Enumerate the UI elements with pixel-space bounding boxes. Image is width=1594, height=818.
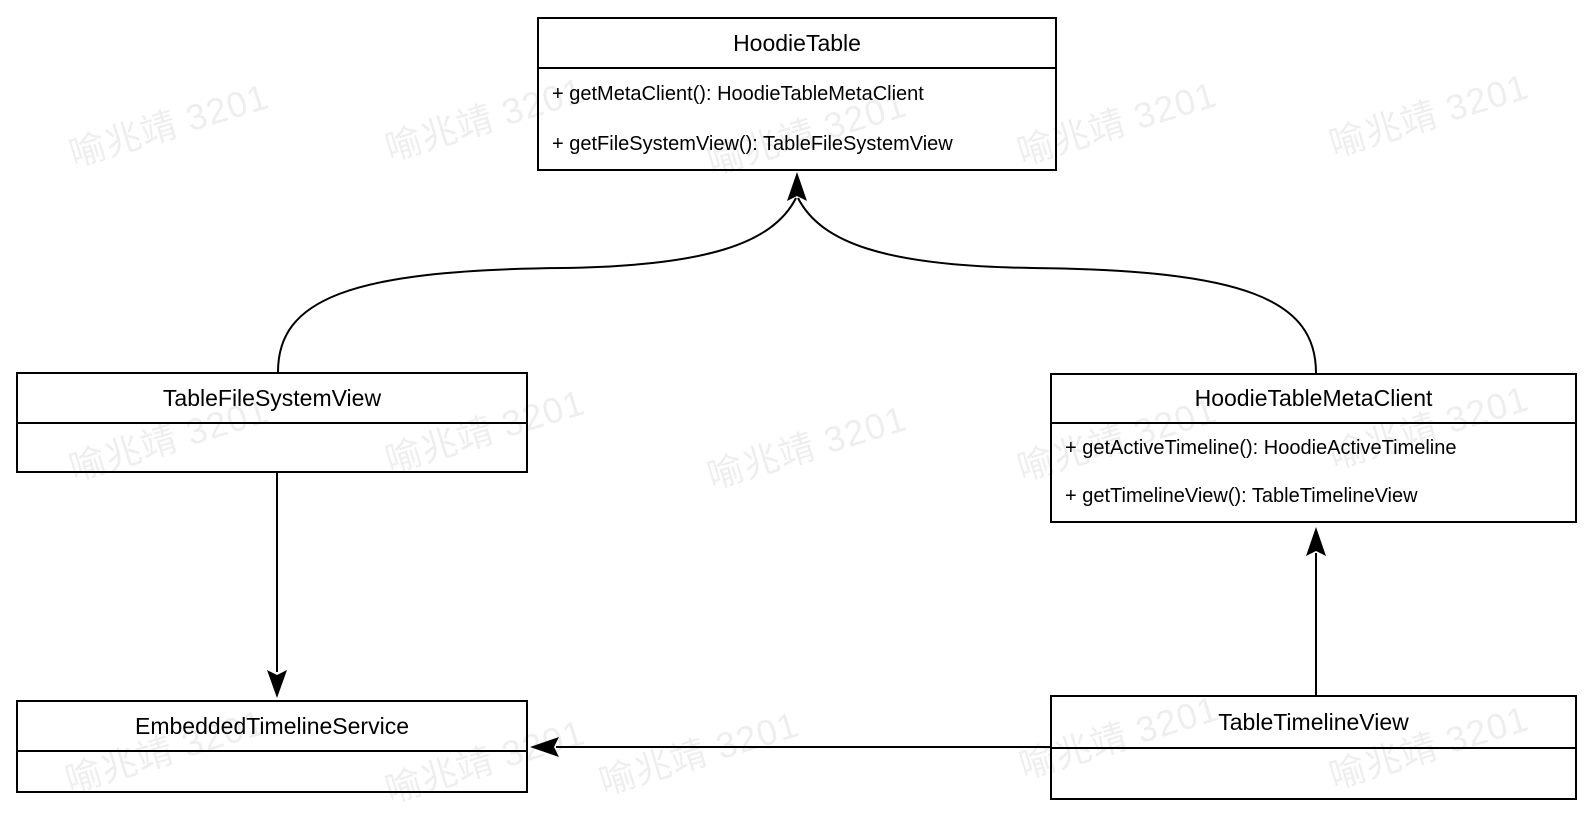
- class-body-hoodietablemetaclient: + getActiveTimeline(): HoodieActiveTimel…: [1052, 424, 1575, 521]
- class-title-tabletimelineview: TableTimelineView: [1052, 697, 1575, 749]
- class-method: + getMetaClient(): HoodieTableMetaClient: [552, 82, 924, 105]
- class-method: + getTimelineView(): TableTimelineView: [1065, 485, 1418, 508]
- class-body-tabletimelineview: [1052, 749, 1575, 798]
- class-box-hoodietablemetaclient: HoodieTableMetaClient + getActiveTimelin…: [1050, 373, 1577, 523]
- class-box-embeddedtimelineservice: EmbeddedTimelineService: [16, 700, 528, 793]
- class-box-hoodietable: HoodieTable + getMetaClient(): HoodieTab…: [537, 17, 1057, 171]
- class-method: + getFileSystemView(): TableFileSystemVi…: [552, 132, 953, 155]
- arrowhead-up-hoodietablemetaclient: [1306, 527, 1326, 556]
- class-title-tablefilesystemview: TableFileSystemView: [18, 374, 526, 424]
- class-body-hoodietable: + getMetaClient(): HoodieTableMetaClient…: [539, 69, 1055, 169]
- class-title-hoodietablemetaclient: HoodieTableMetaClient: [1052, 375, 1575, 424]
- arrowhead-up-hoodietable: [787, 172, 807, 201]
- class-box-tablefilesystemview: TableFileSystemView: [16, 372, 528, 473]
- edge-tablefilesystemview-to-hoodietable: [277, 197, 797, 373]
- class-title-embeddedtimelineservice: EmbeddedTimelineService: [18, 702, 526, 752]
- class-title-hoodietable: HoodieTable: [539, 19, 1055, 69]
- arrowhead-left-embeddedtimelineservice: [530, 737, 559, 757]
- class-body-tablefilesystemview: [18, 424, 526, 471]
- edge-hoodietablemetaclient-to-hoodietable: [797, 197, 1317, 374]
- class-body-embeddedtimelineservice: [18, 752, 526, 791]
- class-method: + getActiveTimeline(): HoodieActiveTimel…: [1065, 436, 1457, 459]
- arrowhead-down-embeddedtimelineservice: [267, 670, 287, 698]
- class-box-tabletimelineview: TableTimelineView: [1050, 695, 1577, 800]
